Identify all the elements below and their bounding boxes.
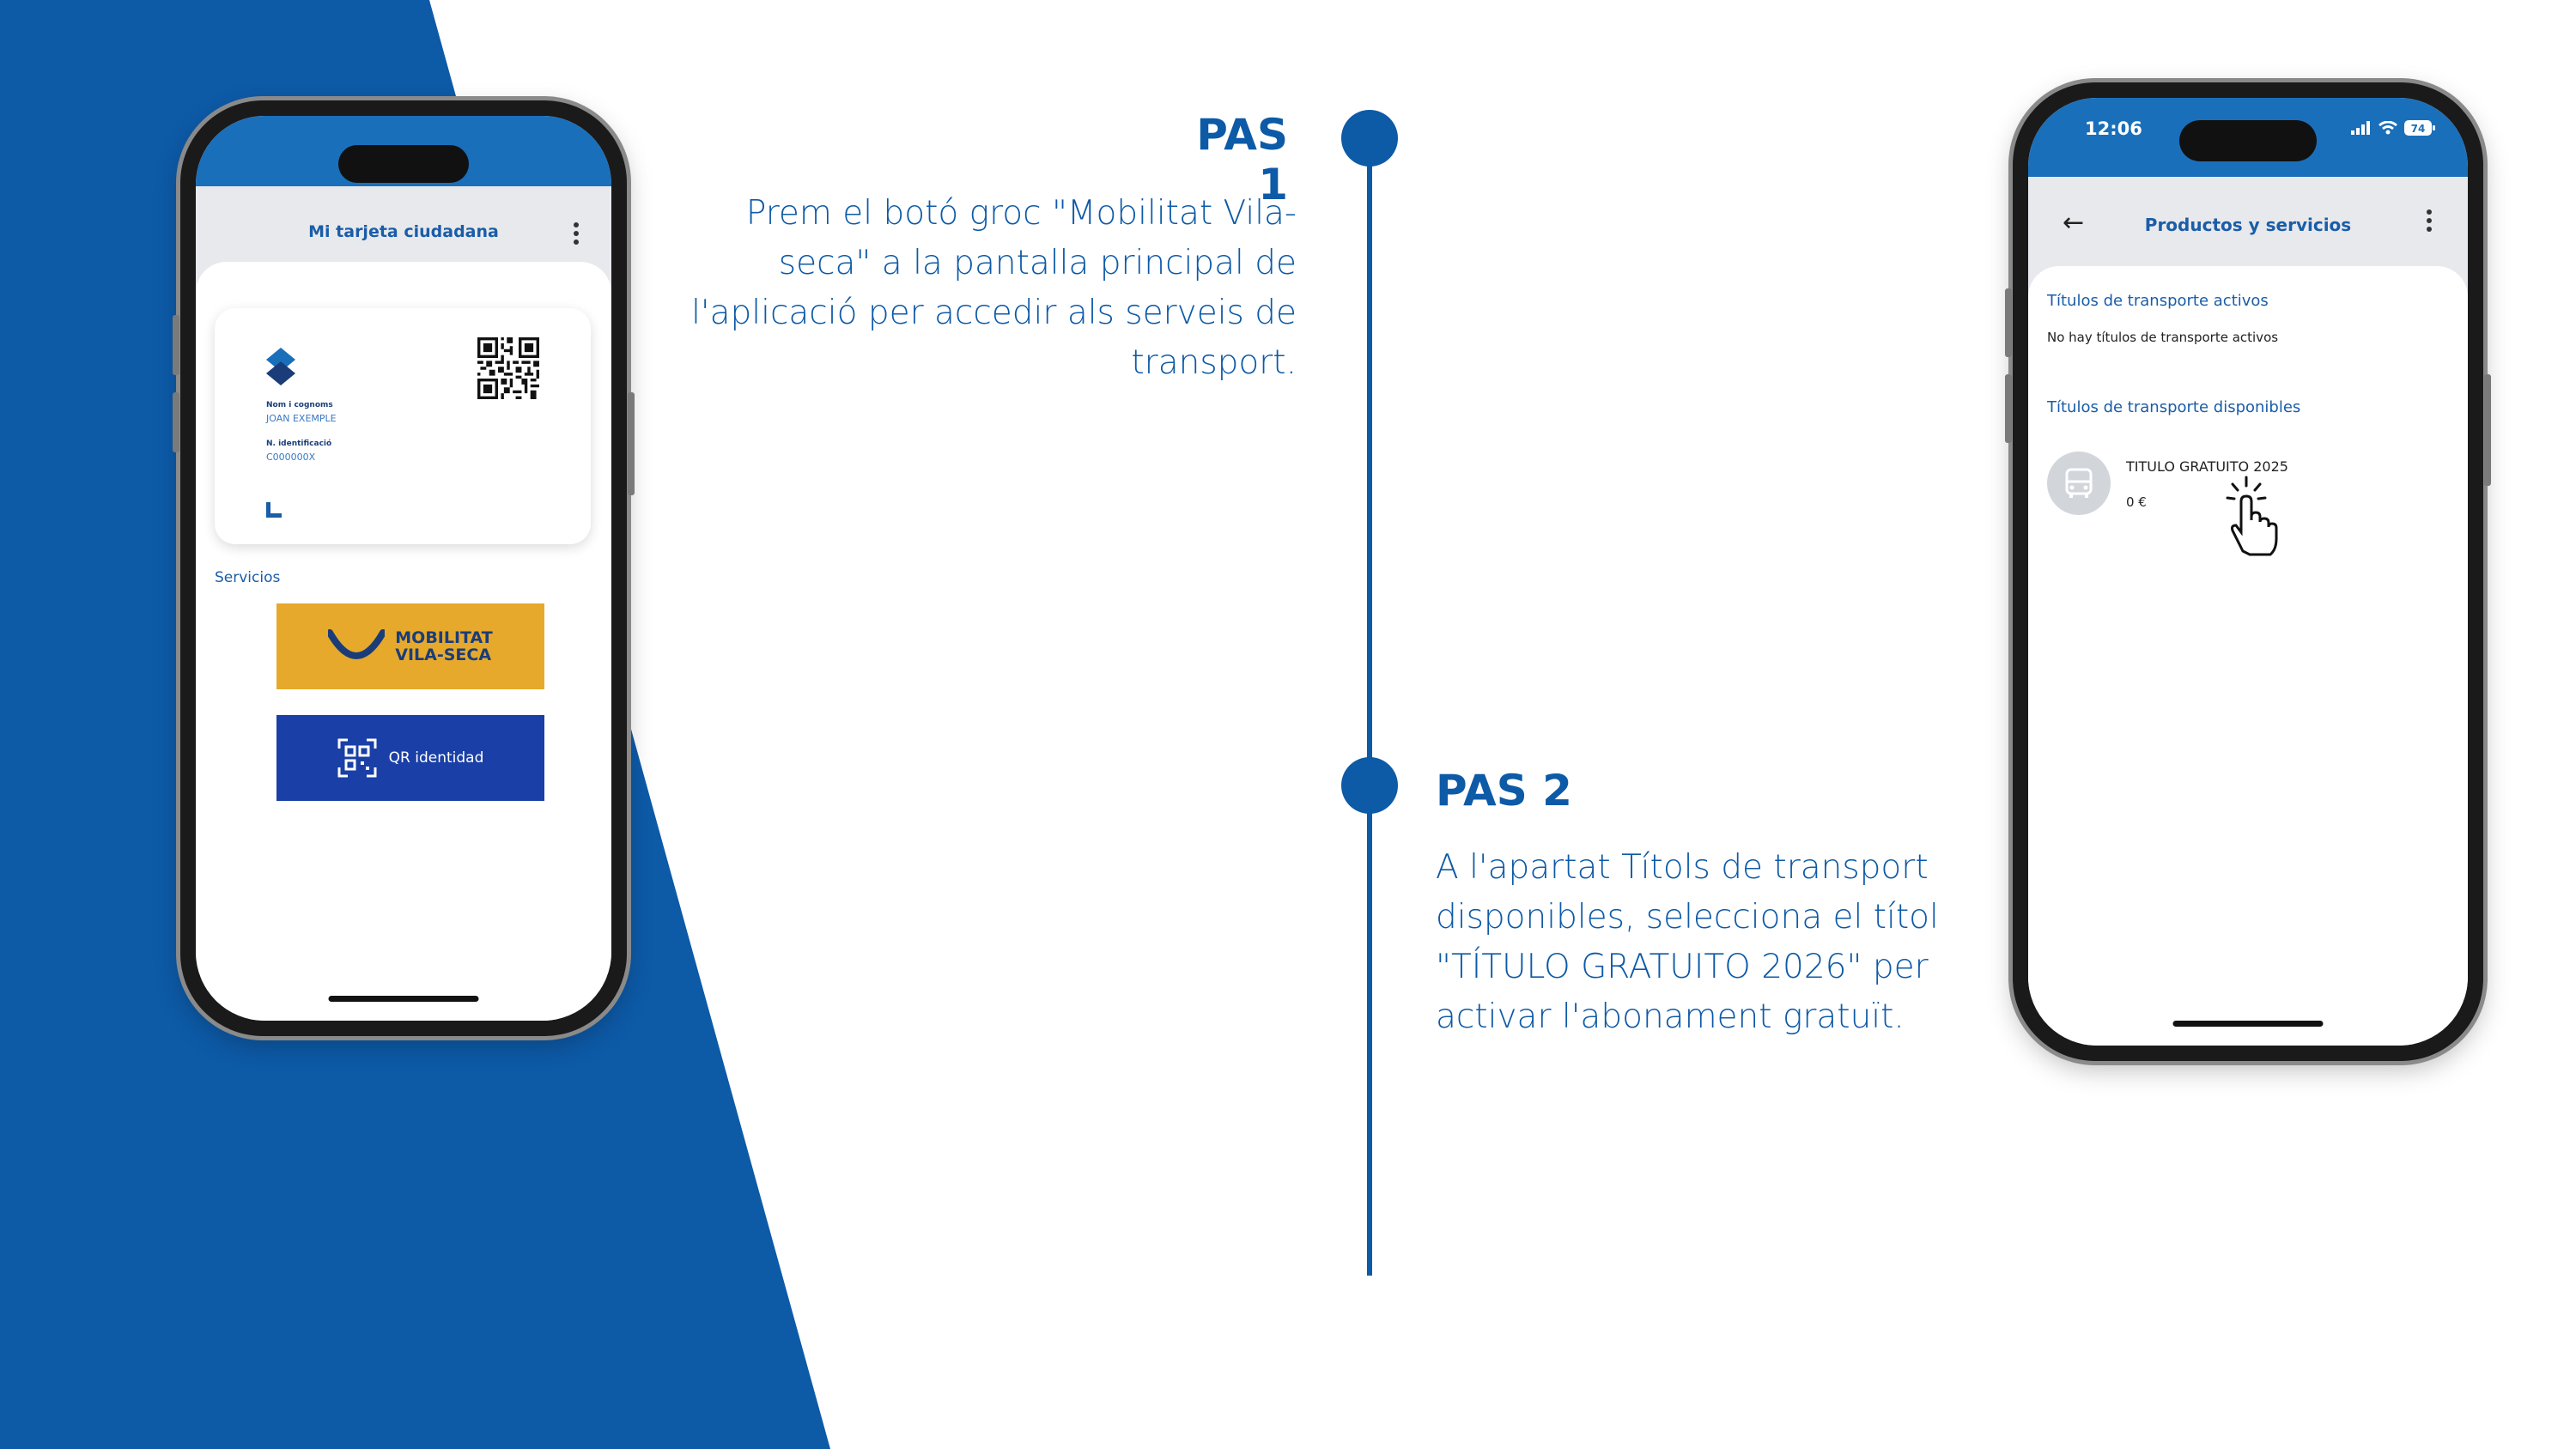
phone-side-button	[628, 392, 635, 495]
wifi-icon	[2379, 121, 2397, 135]
timeline-line	[1367, 137, 1372, 1276]
mobilitat-logo-icon	[328, 629, 386, 659]
status-time: 12:06	[2085, 118, 2142, 139]
step2-title: PAS 2	[1436, 766, 1572, 815]
qr-identity-button[interactable]: QR identidad	[276, 715, 544, 801]
kebab-menu-icon[interactable]	[2427, 209, 2432, 235]
phone-screen: 12:06 74 ← Productos y servicios Títulos…	[2028, 98, 2468, 1046]
qr-button-label: QR identidad	[388, 749, 484, 767]
timeline-dot-step1	[1341, 110, 1398, 167]
dynamic-island	[2179, 120, 2317, 161]
bus-icon[interactable]	[2047, 452, 2111, 515]
mobilitat-vila-seca-button[interactable]: MOBILITAT VILA-SECA	[276, 603, 544, 689]
phone-side-button	[173, 392, 179, 452]
pointer-hand-icon	[2226, 476, 2278, 556]
phone-side-button	[2484, 374, 2491, 486]
id-label: N. identificació	[266, 440, 332, 448]
available-titles-heading: Títulos de transporte disponibles	[2047, 398, 2301, 416]
phone-mockup-products: 12:06 74 ← Productos y servicios Títulos…	[2005, 82, 2491, 1061]
home-indicator	[328, 996, 479, 1002]
step2-description: A l'apartat Títols de transport disponib…	[1436, 848, 1939, 1036]
dynamic-island	[338, 145, 469, 183]
phone-side-button	[173, 315, 179, 375]
mobilitat-button-label: MOBILITAT VILA-SECA	[395, 628, 493, 664]
svg-text:74: 74	[2411, 123, 2426, 135]
phone-side-button	[2005, 288, 2012, 357]
app-title: Productos y servicios	[2144, 215, 2352, 235]
active-titles-heading: Títulos de transporte activos	[2047, 292, 2269, 310]
timeline-dot-step2	[1341, 757, 1398, 814]
app-title: Mi tarjeta ciudadana	[308, 222, 499, 241]
step1-title: PAS 1	[1196, 110, 1288, 209]
phone-side-button	[2005, 374, 2012, 443]
city-logo-icon	[266, 348, 295, 385]
active-titles-empty: No hay títulos de transporte activos	[2047, 330, 2279, 345]
name-label: Nom i cognoms	[266, 401, 333, 409]
services-label: Servicios	[215, 569, 281, 586]
name-value: JOAN EXEMPLE	[266, 413, 337, 424]
phone-mockup-home: Mi tarjeta ciudadana Nom i cognoms JOAN …	[173, 100, 635, 1036]
id-value: C000000X	[266, 452, 316, 463]
app-body	[2028, 266, 2468, 1046]
citizen-card[interactable]: Nom i cognoms JOAN EXEMPLE N. identifica…	[215, 308, 591, 544]
step1-description: Prem el botó groc "Mobilitat Vila- seca"…	[691, 194, 1297, 382]
ticket-item-name[interactable]: TITULO GRATUITO 2025	[2126, 458, 2288, 475]
signal-icon	[2351, 121, 2370, 135]
card-corner-mark-icon	[266, 502, 282, 518]
back-arrow-icon[interactable]: ←	[2063, 208, 2085, 238]
qr-scan-icon	[337, 738, 377, 778]
qr-code-icon	[477, 337, 539, 399]
status-icons: 74	[2351, 120, 2435, 136]
ticket-item-price: 0 €	[2126, 494, 2147, 510]
home-indicator	[2172, 1021, 2324, 1027]
battery-icon: 74	[2404, 120, 2435, 136]
phone-screen: Mi tarjeta ciudadana Nom i cognoms JOAN …	[196, 116, 611, 1021]
kebab-menu-icon[interactable]	[574, 222, 579, 248]
